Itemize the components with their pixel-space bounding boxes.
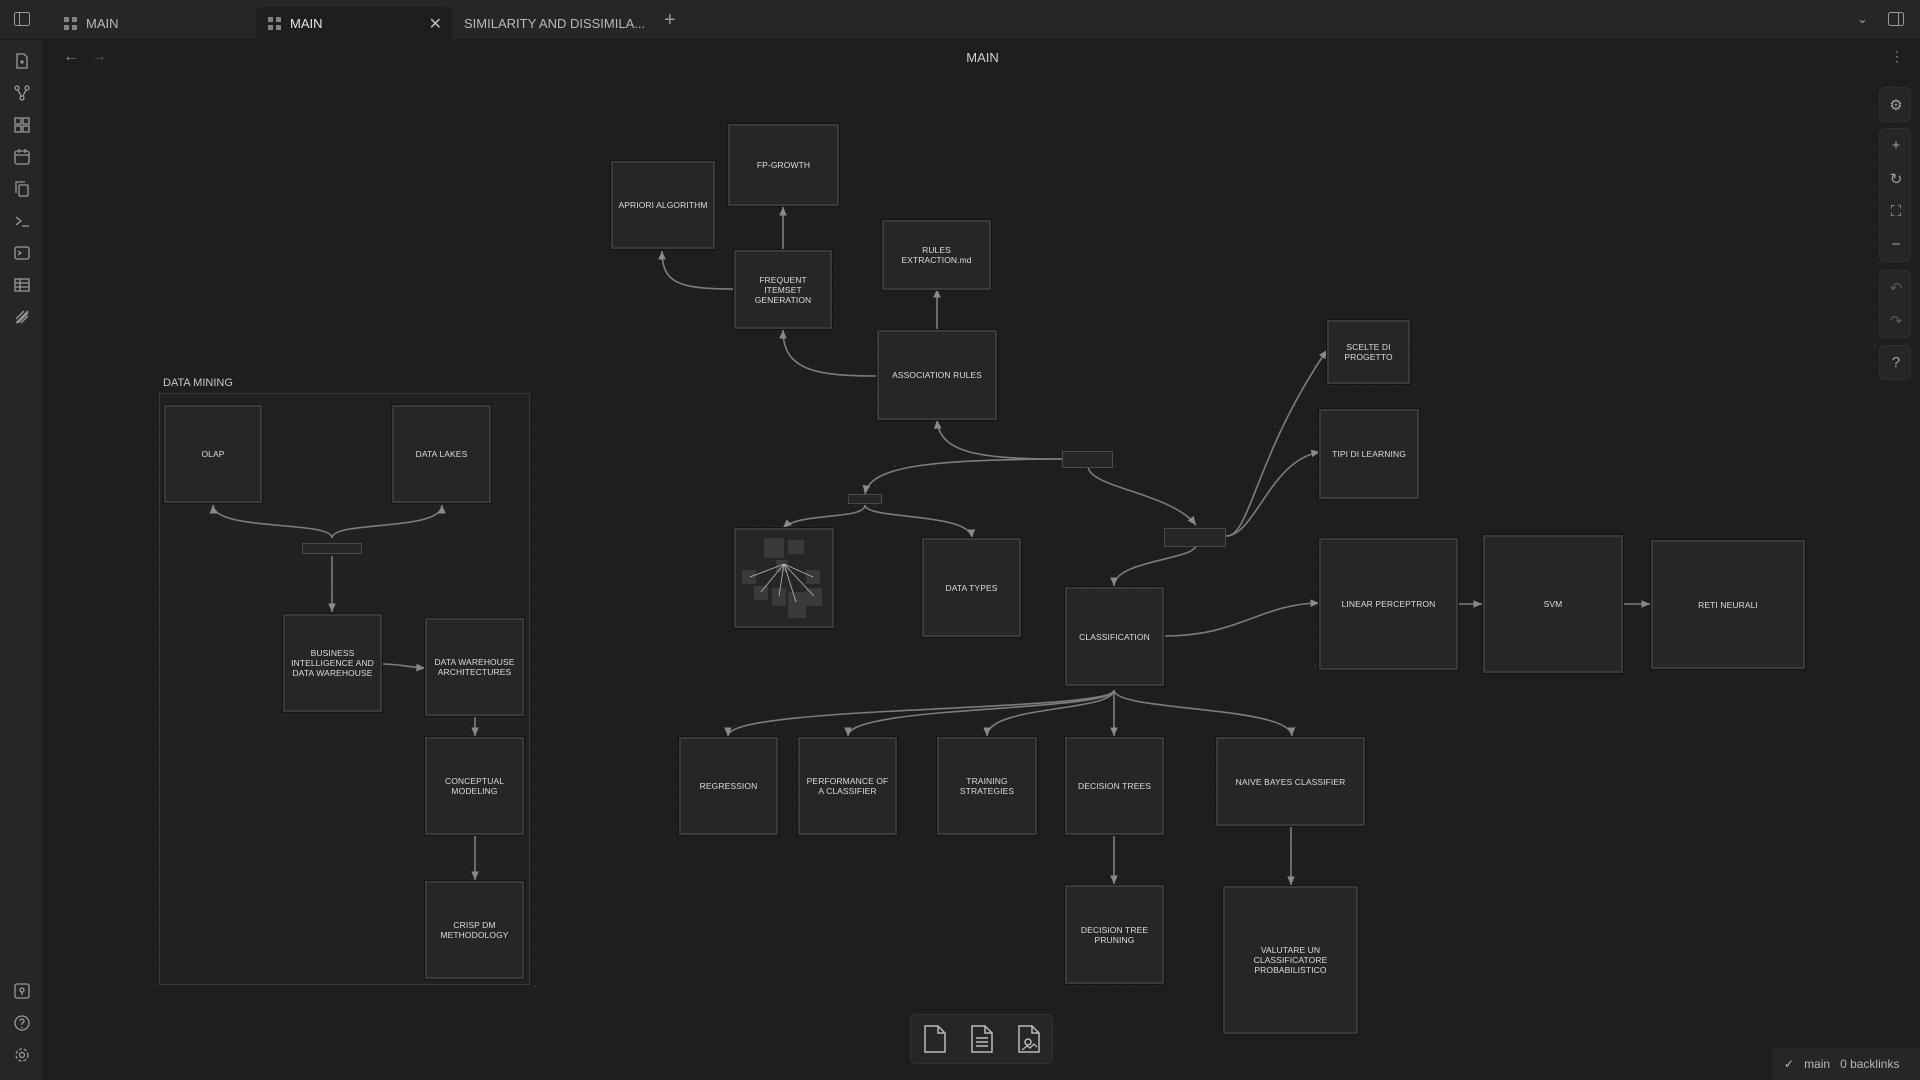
classification-hub[interactable] [1164,528,1226,547]
node-rules-extraction[interactable]: RULES EXTRACTION.md [881,219,992,291]
tab-bar: MAIN MAIN ✕ SIMILARITY AND DISSIMILA... … [0,0,1920,40]
help-icon[interactable]: ? [1891,354,1901,371]
node-decision-tree-pruning[interactable]: DECISION TREE PRUNING [1064,884,1165,985]
canvas-add-toolbar [910,1014,1053,1064]
gear-icon[interactable] [13,1046,31,1064]
copy-icon[interactable] [13,180,31,198]
reset-zoom-icon[interactable]: ↻ [1889,170,1903,188]
node-regression[interactable]: REGRESSION [678,736,779,836]
sidebar-toggle-icon[interactable] [14,12,30,29]
node-bi-dw[interactable]: BUSINESS INTELLIGENCE AND DATA WAREHOUSE [282,613,383,713]
chevron-down-icon[interactable]: ⌄ [1857,11,1868,26]
node-olap[interactable]: OLAP [163,404,263,504]
left-ribbon [0,40,44,1080]
command-palette-icon[interactable] [13,212,31,230]
view-header: ← → MAIN ⋮ [45,40,1920,76]
back-arrow-icon[interactable]: ← [63,48,79,65]
node-tipi-di-learning[interactable]: TIPI DI LEARNING [1318,408,1420,500]
node-reti-neurali[interactable]: RETI NEURALI [1650,539,1806,670]
node-apriori[interactable]: APRIORI ALGORITHM [610,160,716,250]
right-sidebar-toggle-icon[interactable] [1888,12,1904,29]
undo-icon[interactable]: ↶ [1889,279,1903,297]
help-icon[interactable] [13,1014,31,1032]
node-valutare-classificatore[interactable]: VALUTARE UN CLASSIFICATORE PROBABILISTIC… [1222,885,1359,1035]
zoom-to-fit-icon[interactable]: ⛶ [1890,203,1902,220]
check-icon: ✓ [1784,1057,1795,1071]
node-data-types[interactable]: DATA TYPES [921,537,1022,638]
node-classification[interactable]: CLASSIFICATION [1064,586,1165,687]
node-linear-perceptron[interactable]: LINEAR PERCEPTRON [1318,537,1459,671]
node-association-rules[interactable]: ASSOCIATION RULES [876,329,998,421]
node-svm[interactable]: SVM [1482,534,1624,674]
node-embedded-canvas-preview[interactable] [733,527,835,629]
redo-icon[interactable]: ↷ [1889,312,1903,330]
association-hub[interactable] [1062,451,1113,468]
vault-switcher-icon[interactable] [13,982,31,1000]
calendar-icon[interactable] [13,148,31,166]
node-dw-architectures[interactable]: DATA WAREHOUSE ARCHITECTURES [424,617,525,717]
node-scelte-di-progetto[interactable]: SCELTE DI PROGETTO [1326,319,1411,385]
add-media-icon[interactable] [1016,1024,1042,1054]
tab-label: MAIN [86,16,119,31]
zoom-controls: + ↻ ⛶ − [1879,128,1911,262]
gear-icon[interactable]: ⚙ [1889,96,1903,114]
tab-main-2[interactable]: MAIN ✕ [256,7,452,40]
canvas-icon [64,16,78,31]
node-training-strategies[interactable]: TRAINING STRATEGIES [936,736,1038,836]
history-controls: ↶ ↷ [1879,270,1911,338]
status-bar: ✓ main 0 backlinks [1772,1048,1920,1080]
help-group: ? [1879,345,1911,380]
group-hub[interactable] [302,543,362,554]
node-decision-trees[interactable]: DECISION TREES [1064,736,1165,836]
graph-view-icon[interactable] [13,84,31,102]
node-frequent-itemset[interactable]: FREQUENT ITEMSET GENERATION [733,249,833,330]
tab-main-1[interactable]: MAIN [52,7,252,40]
backlinks-count[interactable]: 0 backlinks [1840,1057,1900,1071]
tab-similarity[interactable]: SIMILARITY AND DISSIMILA... [452,7,662,40]
page-title: MAIN [966,50,999,65]
data-types-hub[interactable] [848,494,882,504]
more-options-icon[interactable]: ⋮ [1890,48,1904,64]
add-note-icon[interactable] [969,1024,995,1054]
canvas-settings-group: ⚙ [1879,87,1911,122]
tab-label: MAIN [290,16,323,31]
terminal-icon[interactable] [13,244,31,262]
new-tab-button[interactable]: + [664,9,676,31]
close-icon[interactable]: ✕ [428,15,442,33]
zoom-in-icon[interactable]: + [1891,137,1901,154]
tab-label: SIMILARITY AND DISSIMILA... [464,16,646,31]
zoom-out-icon[interactable]: − [1891,236,1901,253]
node-naive-bayes[interactable]: NAIVE BAYES CLASSIFIER [1215,736,1366,827]
node-performance-classifier[interactable]: PERFORMANCE OF A CLASSIFIER [797,736,898,836]
group-label: DATA MINING [163,377,233,389]
add-card-icon[interactable] [922,1024,948,1054]
canvas-icon[interactable] [13,116,31,134]
canvas-thumbnail-icon [742,538,822,618]
table-icon[interactable] [13,276,31,294]
git-branch[interactable]: main [1804,1057,1831,1071]
node-data-lakes[interactable]: DATA LAKES [391,404,492,504]
forward-arrow-icon[interactable]: → [91,48,107,65]
node-crisp-dm[interactable]: CRISP DM METHODOLOGY [424,880,525,980]
excalidraw-icon[interactable] [13,308,31,326]
canvas-icon [268,16,282,31]
node-fp-growth[interactable]: FP-GROWTH [727,123,840,207]
open-quick-switcher-icon[interactable] [13,52,31,70]
node-conceptual-modeling[interactable]: CONCEPTUAL MODELING [424,736,525,836]
